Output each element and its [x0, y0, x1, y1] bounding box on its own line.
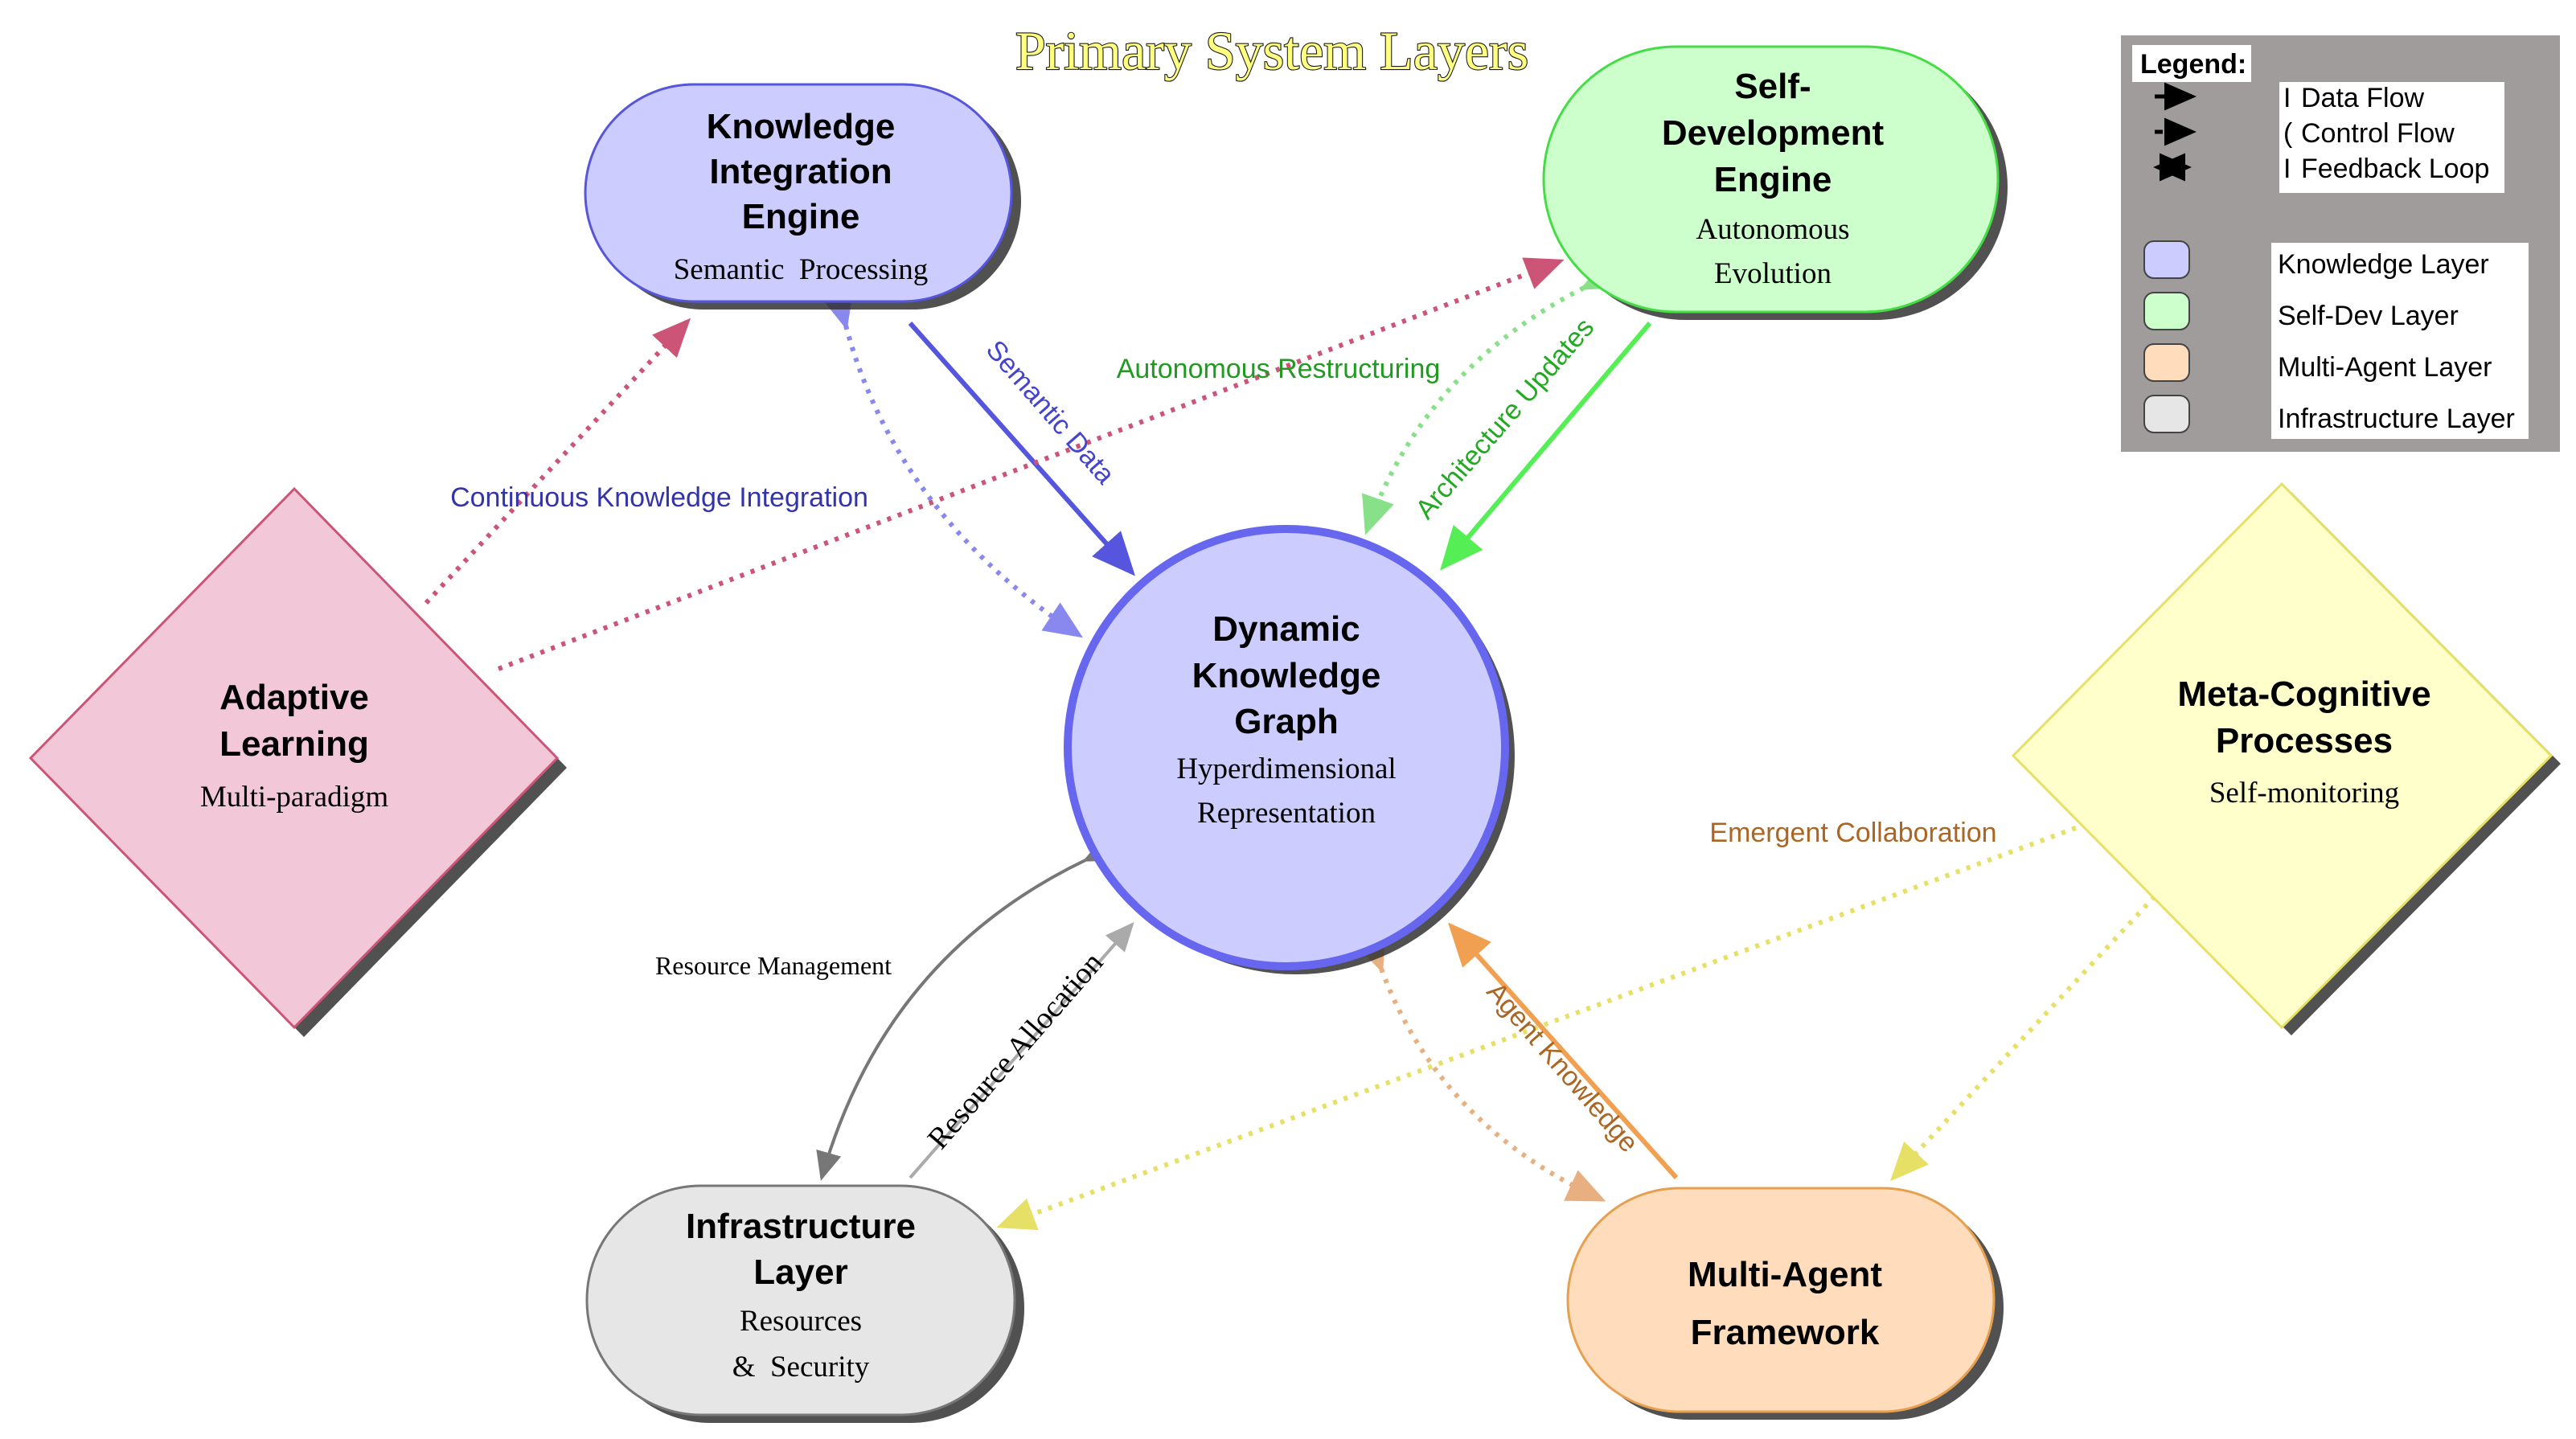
dkg-subtitle-2: Representation	[1197, 797, 1376, 830]
diagram-title: Primary System Layers	[1015, 20, 1528, 81]
legend-control-flow: Control Flow	[2301, 118, 2455, 149]
sde-subtitle-2: Evolution	[1714, 257, 1832, 290]
edge-kie-dkg-feedback	[820, 288, 1084, 638]
legend-feedback-loop-glyph: I	[2283, 154, 2291, 184]
label-continuous-knowledge-integration: Continuous Knowledge Integration	[450, 482, 868, 513]
legend-infrastructure-layer: Infrastructure Layer	[2278, 404, 2515, 434]
kie-title-3: Engine	[742, 197, 860, 236]
al-title-2: Learning	[219, 724, 369, 764]
legend-heading: Legend:	[2140, 49, 2246, 80]
al-title-1: Adaptive	[219, 678, 369, 717]
mcp-title-1: Meta-Cognitive	[2177, 674, 2430, 714]
edge-maf-dkg-feedback	[1353, 931, 1606, 1202]
node-knowledge-integration-engine[interactable]: Knowledge Integration Engine Semantic Pr…	[584, 83, 1021, 310]
legend-data-flow: Data Flow	[2301, 83, 2424, 113]
edge-sde-dkg-feedback	[1362, 257, 1622, 535]
legend-selfdev-swatch	[2143, 292, 2190, 330]
al-subtitle-1: Multi-paradigm	[200, 781, 389, 814]
infra-title-1: Infrastructure	[686, 1207, 916, 1246]
edge-meta-to-agent	[1889, 894, 2157, 1182]
legend-selfdev-layer: Self-Dev Layer	[2278, 301, 2459, 331]
maf-title-2: Framework	[1691, 1313, 1880, 1352]
label-resource-allocation: Resource Allocation	[921, 946, 1110, 1156]
sde-title-3: Engine	[1714, 160, 1832, 199]
legend-knowledge-swatch	[2143, 240, 2190, 279]
sde-subtitle-1: Autonomous	[1696, 213, 1849, 246]
dkg-title-3: Graph	[1234, 702, 1339, 741]
label-autonomous-restructuring: Autonomous Restructuring	[1117, 354, 1441, 384]
infra-subtitle-1: Resources	[740, 1305, 862, 1338]
legend-multiagent-layer: Multi-Agent Layer	[2278, 352, 2492, 383]
edges	[424, 257, 2157, 1231]
dkg-subtitle-1: Hyperdimensional	[1176, 752, 1396, 785]
kie-subtitle-1: Semantic Processing	[674, 253, 929, 286]
maf-title-1: Multi-Agent	[1688, 1255, 1882, 1294]
node-multi-agent-framework[interactable]: Multi-Agent Framework	[1566, 1187, 2004, 1420]
edge-autonomous-restructuring	[497, 257, 1565, 671]
sde-title-2: Development	[1662, 113, 1885, 153]
node-meta-cognitive-processes[interactable]: Meta-Cognitive Processes Self-monitoring	[2011, 482, 2561, 1035]
legend-multiagent-swatch	[2143, 343, 2190, 382]
dkg-title-2: Knowledge	[1192, 656, 1381, 695]
edge-emergent-collaboration	[996, 822, 2088, 1231]
kie-title-1: Knowledge	[707, 107, 896, 146]
legend-feedback-loop: Feedback Loop	[2301, 154, 2489, 184]
edge-adaptive-to-kie	[424, 318, 691, 605]
legend-infrastructure-swatch	[2143, 395, 2190, 433]
label-emergent-collaboration: Emergent Collaboration	[1709, 818, 1996, 848]
label-agent-knowledge: Agent Knowledge	[1481, 977, 1645, 1158]
infra-subtitle-2: & Security	[732, 1351, 870, 1384]
label-semantic-data: Semantic Data	[980, 334, 1121, 490]
legend-knowledge-layer: Knowledge Layer	[2278, 249, 2489, 280]
dkg-title-1: Dynamic	[1212, 609, 1360, 649]
legend-control-flow-glyph: (	[2283, 118, 2293, 149]
sde-title-1: Self-	[1734, 67, 1811, 106]
edge-resource-management	[816, 837, 1114, 1181]
node-self-development-engine[interactable]: Self- Development Engine Autonomous Evol…	[1542, 45, 2008, 320]
node-infrastructure-layer[interactable]: Infrastructure Layer Resources & Securit…	[585, 1184, 1024, 1423]
legend-data-flow-glyph: I	[2283, 83, 2291, 113]
infra-title-2: Layer	[753, 1252, 847, 1292]
label-resource-management: Resource Management	[655, 951, 892, 980]
legend: Legend: I ( I Data Flow Control Flow Fee…	[2121, 35, 2560, 452]
node-adaptive-learning[interactable]: Adaptive Learning Multi-paradigm	[28, 486, 567, 1037]
node-dynamic-knowledge-graph[interactable]: Dynamic Knowledge Graph Hyperdimensional…	[1064, 525, 1515, 974]
kie-title-2: Integration	[709, 152, 892, 191]
mcp-subtitle-1: Self-monitoring	[2209, 777, 2399, 810]
mcp-title-2: Processes	[2216, 721, 2393, 760]
edge-resource-allocation	[909, 921, 1134, 1179]
